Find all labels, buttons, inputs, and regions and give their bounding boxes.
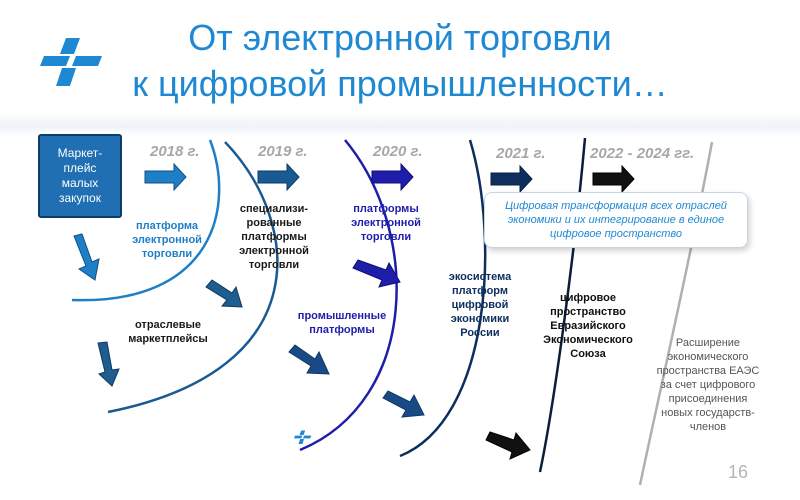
arrow-down-right-icon [352,259,401,288]
arrow-down-right-icon [73,233,100,281]
arc-2018 [71,139,221,302]
logo-mark-icon [294,430,312,444]
arc-2019 [107,141,279,414]
arrow-right-icon [371,162,414,192]
label-platform-et: платформа электронной торговли [132,220,202,260]
arrow-right-icon [592,164,635,194]
arrow-down-right-icon [382,390,425,418]
label-platforms-et: платформы электронной торговли [351,203,421,243]
label-ecosystem: экосистема платформ цифровой экономики Р… [448,271,512,339]
year-2020: 2020 г. [373,143,423,160]
arrow-right-icon [257,162,300,192]
timeline-band [0,112,800,136]
year-2022-2024: 2022 - 2024 гг. [590,145,695,162]
label-expansion: Расширение экономического пространства Е… [656,337,760,433]
logo-mark-icon [40,38,102,86]
arc-2020 [299,139,398,452]
slide-title-line-1: От электронной торговли [188,17,612,58]
year-2021: 2021 г. [496,145,546,162]
slide-title-line-2: к цифровой промышленности… [132,63,668,104]
digital-transformation-note: Цифровая трансформация всех отраслей эко… [484,192,748,248]
arrow-down-right-icon [288,344,330,375]
year-2018: 2018 г. [150,143,200,160]
arrow-down-right-icon [205,279,243,308]
label-sector-marketplaces: отраслевые маркетплейсы [128,319,208,345]
arc-future [638,141,714,486]
arc-2022 [538,137,587,473]
arrow-right-icon [490,164,533,194]
page-number: 16 [728,462,749,482]
label-industrial-platforms: промышленные платформы [297,310,387,336]
arrow-right-icon [144,162,187,192]
arrow-down-right-icon [485,431,531,460]
start-box-marketplace: Маркет- плейс малых закупок [38,134,122,218]
year-2019: 2019 г. [258,143,308,160]
label-specialized-platforms: специализи- рованные платформы электронн… [239,203,309,271]
arc-2021 [399,139,487,458]
arrow-down-right-icon [97,341,120,387]
label-eaeu-space: цифровое пространство Евразийского Эконо… [543,292,633,360]
start-box-label: Маркет- плейс малых закупок [57,146,103,205]
